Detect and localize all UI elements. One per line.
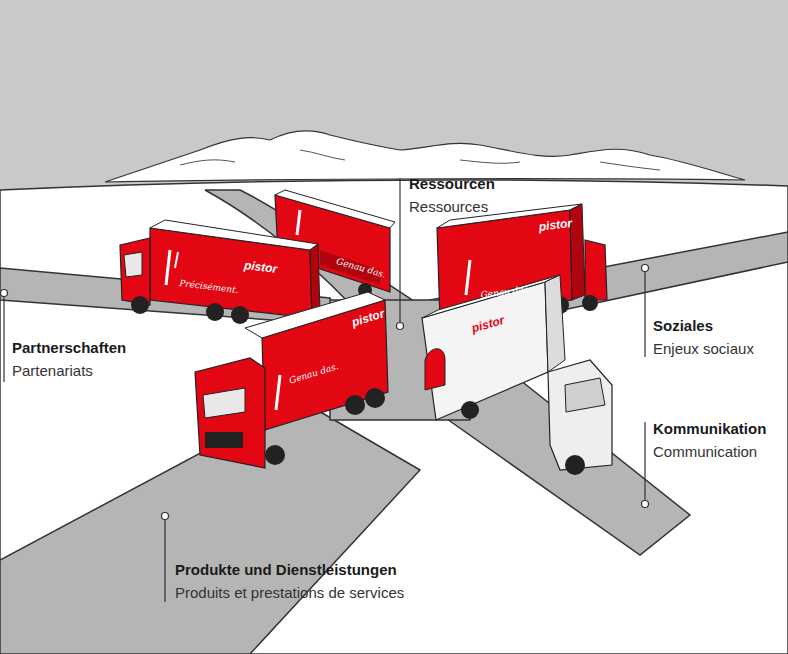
section-heading: Kommunikation (653, 419, 766, 439)
ground (0, 180, 788, 654)
section-heading: Partnerschaften (12, 338, 126, 358)
section-subheading: Produits et prestations de services (175, 583, 404, 603)
section-heading: Produkte und Dienstleistungen (175, 560, 397, 580)
truck-top-left (120, 220, 320, 324)
mountains (105, 131, 745, 182)
leader-lines (1, 178, 649, 602)
truck-front-left (195, 292, 388, 468)
truck-white (422, 275, 612, 475)
mountain-detail (180, 150, 660, 170)
section-subheading: Communication (653, 442, 757, 462)
roads (0, 190, 788, 654)
section-heading: Soziales (653, 316, 713, 336)
sky (0, 0, 788, 200)
section-subheading: Ressources (409, 197, 488, 217)
section-heading: Ressourcen (409, 174, 495, 194)
section-subheading: Partenariats (12, 361, 93, 381)
section-subheading: Enjeux sociaux (653, 339, 754, 359)
